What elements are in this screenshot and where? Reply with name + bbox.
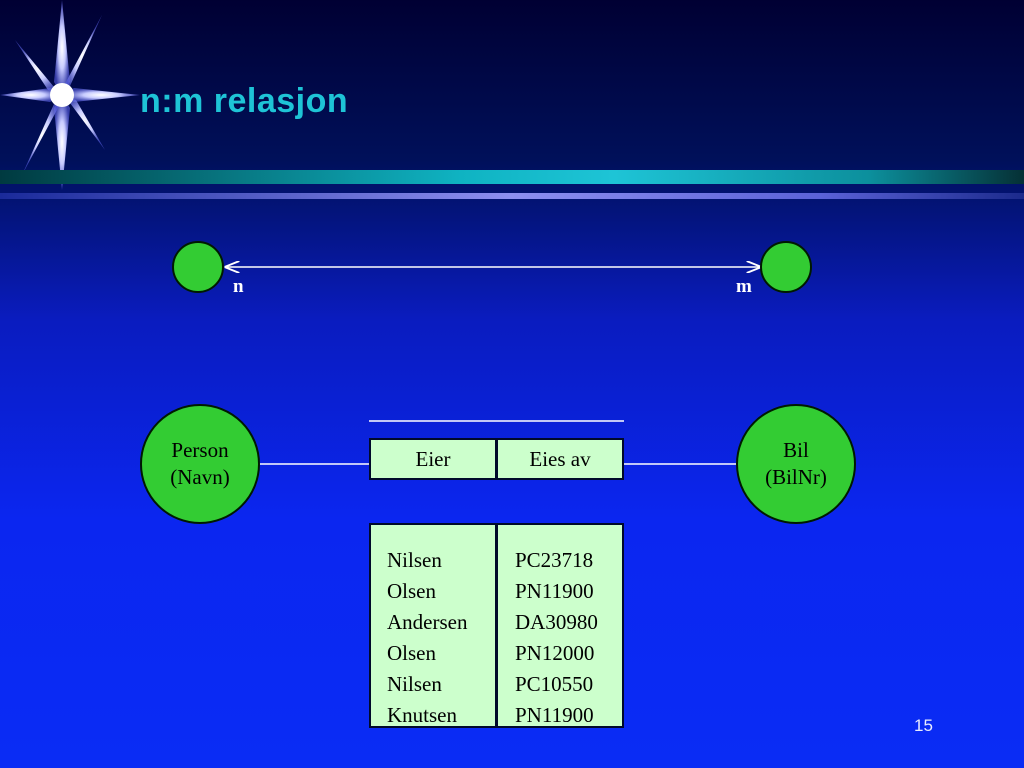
m-cardinality-label: m: [736, 276, 752, 297]
bil-entity-key: (BilNr): [765, 465, 827, 489]
star-decoration-icon: [0, 0, 140, 190]
eier-value: Olsen: [387, 579, 436, 603]
person-entity-key: (Navn): [170, 465, 230, 489]
eier-value: Olsen: [387, 641, 436, 665]
eier-value: Andersen: [387, 610, 468, 634]
eier-column: Nilsen Olsen Andersen Olsen Nilsen Knuts…: [369, 523, 497, 728]
eies-av-value: PN12000: [515, 641, 595, 665]
eies-av-value: PC23718: [515, 548, 594, 572]
header-eier: Eier: [369, 438, 497, 480]
person-entity: Person (Navn): [140, 404, 260, 524]
title-divider-bar: [0, 170, 1024, 184]
eier-value: Knutsen: [387, 703, 457, 727]
right-node-circle: [760, 241, 812, 293]
eies-av-value: PN11900: [515, 703, 594, 727]
eies-av-column: PC23718 PN11900 DA30980 PN12000 PC10550 …: [496, 523, 624, 728]
person-entity-name: Person: [171, 438, 229, 462]
bil-entity-name: Bil: [783, 438, 809, 462]
eier-value: Nilsen: [387, 548, 442, 572]
eies-av-value: DA30980: [515, 610, 598, 634]
n-cardinality-label: n: [233, 276, 244, 297]
title-divider-thin-bar: [0, 193, 1024, 199]
eies-av-value: PN11900: [515, 579, 594, 603]
page-number: 15: [914, 716, 933, 735]
eier-value: Nilsen: [387, 672, 442, 696]
eies-av-value: PC10550: [515, 672, 594, 696]
slide-title: n:m relasjon: [140, 82, 349, 120]
header-eies-av: Eies av: [496, 438, 624, 480]
bil-entity: Bil (BilNr): [736, 404, 856, 524]
left-node-circle: [172, 241, 224, 293]
